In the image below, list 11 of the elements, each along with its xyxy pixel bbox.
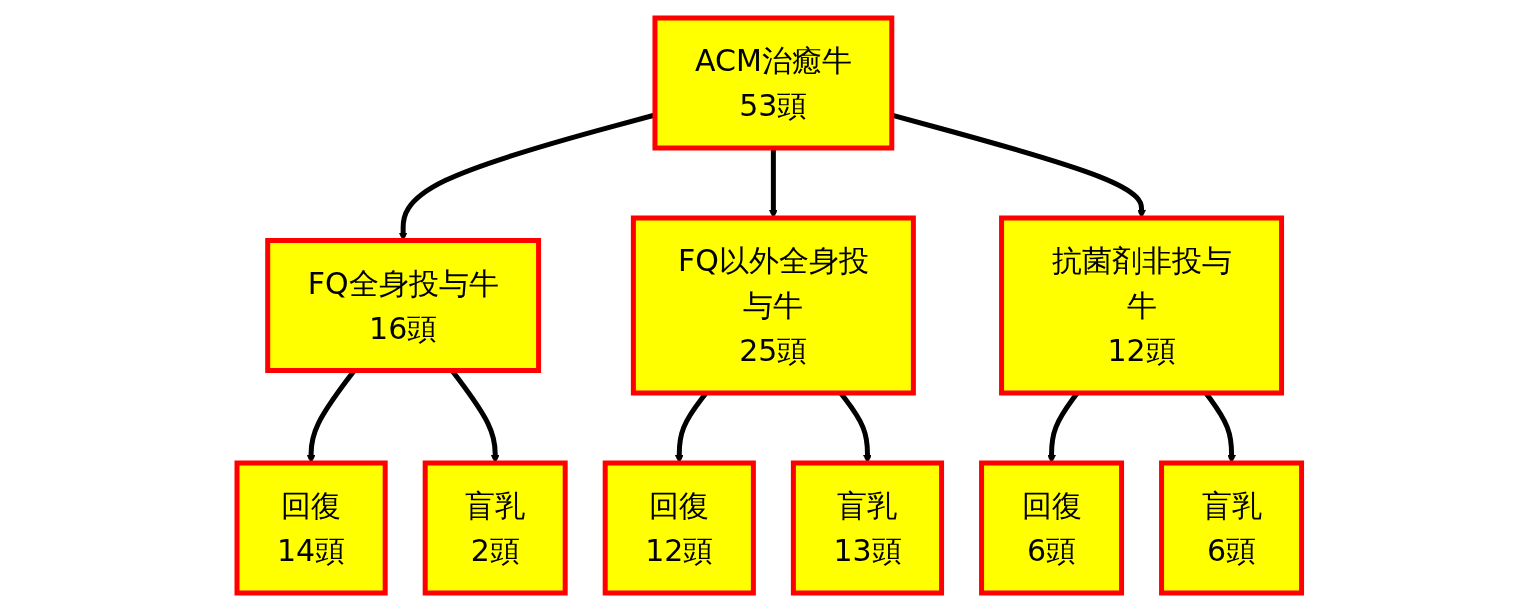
node-box: 盲乳 2頭 (422, 460, 568, 596)
node-box: 回復 12頭 (602, 460, 756, 596)
node-box: 盲乳 6頭 (1158, 460, 1304, 596)
node-box: 盲乳 13頭 (790, 460, 944, 596)
node-box: 回復 6頭 (978, 460, 1124, 596)
node-box: FQ全身投与牛 16頭 (264, 238, 541, 373)
node-box: ACM治癒牛 53頭 (652, 15, 894, 151)
node-box: FQ以外全身投与牛 25頭 (630, 215, 916, 396)
arrow (768, 148, 778, 219)
node-box: 回復 14頭 (234, 460, 388, 596)
node-box: 抗菌剤非投与牛 12頭 (998, 215, 1284, 396)
